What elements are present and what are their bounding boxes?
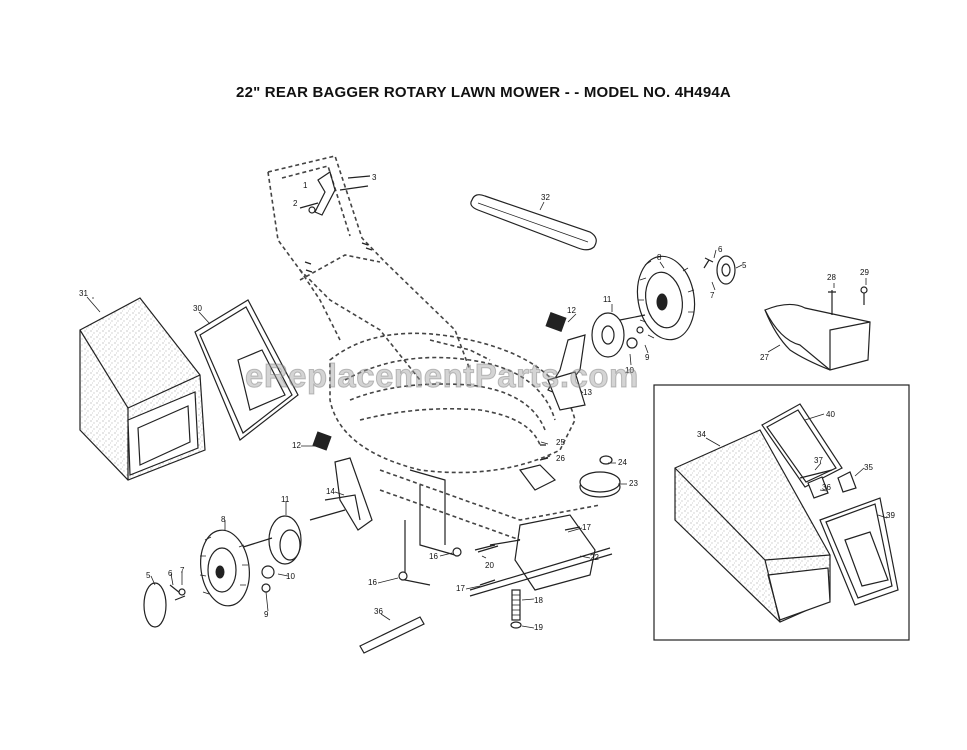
callout-39: 39 <box>886 511 895 520</box>
callout-5-top: 5 <box>742 261 747 270</box>
callout-34: 34 <box>697 430 706 439</box>
callout-8-bottom: 8 <box>221 515 226 524</box>
callout-36-shaft: 36 <box>374 607 383 616</box>
callout-3: 3 <box>372 173 377 182</box>
handle-assembly <box>267 155 491 381</box>
callout-36-inset: 36 <box>822 483 831 492</box>
callout-9-top: 9 <box>645 353 650 362</box>
callout-28: 28 <box>827 273 836 282</box>
callout-24: 24 <box>618 458 627 467</box>
leader-lines <box>86 201 888 629</box>
rear-wheel-right <box>636 255 696 341</box>
callout-8-top: 8 <box>657 253 662 262</box>
callout-12-bottom: 12 <box>292 441 301 450</box>
gear-cover-bottom <box>239 515 302 593</box>
rear-deflector <box>764 286 871 371</box>
callout-11-bottom: 11 <box>281 495 290 504</box>
height-adjuster-top <box>545 312 586 411</box>
callout-29: 29 <box>860 268 869 277</box>
callout-2: 2 <box>293 199 298 208</box>
height-adjuster-bottom <box>309 431 373 531</box>
callout-12-top: 12 <box>567 306 576 315</box>
callout-11-top: 11 <box>603 295 612 304</box>
drive-pulley <box>518 444 621 498</box>
callout-30: 30 <box>193 304 202 313</box>
callout-6-bottom: 6 <box>168 569 173 578</box>
callout-labels: 1 2 3 32 8 6 5 7 28 29 31 30 12 11 10 9 … <box>79 173 895 632</box>
hub-cap-right <box>703 255 736 285</box>
hub-cap-left <box>143 582 186 628</box>
callout-31: 31 <box>79 289 88 298</box>
callout-13: 13 <box>583 388 592 397</box>
callout-7-top: 7 <box>710 291 715 300</box>
drive-belt <box>470 194 597 251</box>
callout-16-a: 16 <box>429 552 438 561</box>
callout-37: 37 <box>814 456 823 465</box>
mower-deck <box>329 332 601 541</box>
bag-frame-inset <box>761 403 899 606</box>
callout-22: 22 <box>590 553 599 562</box>
callout-6-top: 6 <box>718 245 723 254</box>
callout-7-bottom: 7 <box>180 566 185 575</box>
callout-23: 23 <box>629 479 638 488</box>
callout-32: 32 <box>541 193 550 202</box>
transmission-axle <box>398 469 613 629</box>
callout-16-b: 16 <box>368 578 377 587</box>
diagram-title: 22" REAR BAGGER ROTARY LAWN MOWER - - MO… <box>236 84 731 101</box>
callout-26: 26 <box>556 454 565 463</box>
callout-17-a: 17 <box>456 584 465 593</box>
drive-shaft <box>359 616 425 654</box>
gear-cover-top <box>591 312 646 358</box>
callout-35: 35 <box>864 463 873 472</box>
grass-bag-left <box>79 297 206 481</box>
callout-27: 27 <box>760 353 769 362</box>
callout-10-bottom: 10 <box>286 572 295 581</box>
callout-18: 18 <box>534 596 543 605</box>
callout-5-bottom: 5 <box>146 571 151 580</box>
callout-40: 40 <box>826 410 835 419</box>
callout-14: 14 <box>326 487 335 496</box>
callout-17-b: 17 <box>582 523 591 532</box>
inset-box <box>653 384 910 641</box>
callout-9-bottom: 9 <box>264 610 269 619</box>
grass-bag-inset <box>674 429 831 623</box>
callout-20: 20 <box>485 561 494 570</box>
callout-10-top: 10 <box>625 366 634 375</box>
callout-25: 25 <box>556 438 565 447</box>
callout-19: 19 <box>534 623 543 632</box>
rear-wheel-left <box>199 529 250 607</box>
control-lever <box>299 171 373 273</box>
callout-1: 1 <box>303 181 308 190</box>
bag-frame-left <box>194 299 299 441</box>
